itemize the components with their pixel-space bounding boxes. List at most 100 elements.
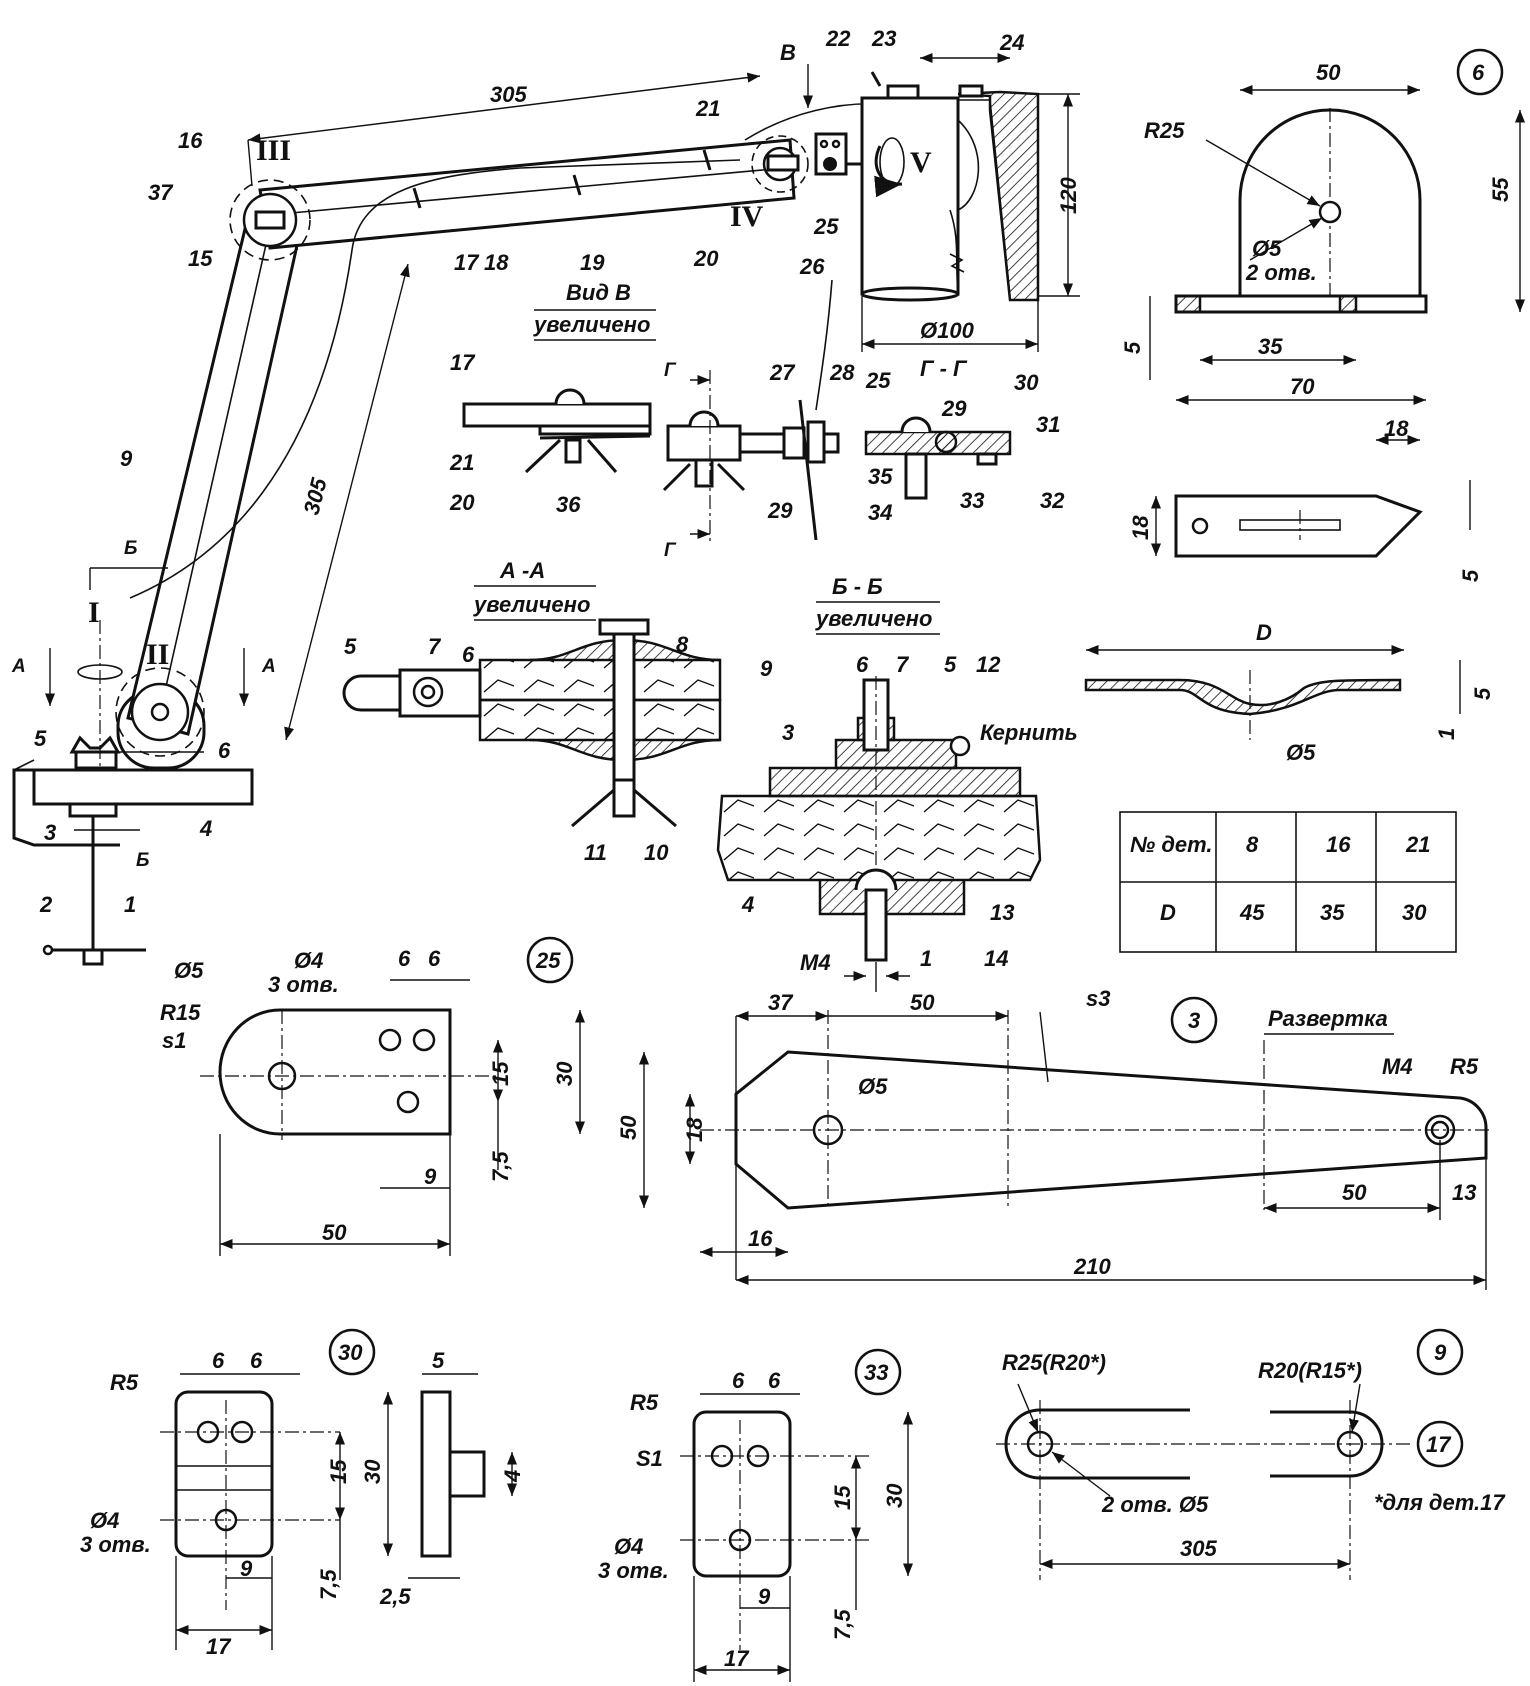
p3-s3: s3 (1086, 986, 1110, 1011)
section-b-b: Б - Б увеличено 6 7 5 12 Кернить 3 4 13 … (716, 574, 1078, 992)
p33-dim-9: 9 (758, 1584, 771, 1609)
p6-dim-70: 70 (1290, 374, 1315, 399)
label-5: 5 (34, 726, 47, 751)
bb-label-3: 3 (782, 720, 794, 745)
p9-note: *для дет.17 (1374, 1490, 1506, 1515)
d-table: № дет. D 8 16 21 45 35 30 (1119, 811, 1457, 953)
p30-dim-2-5: 2,5 (379, 1584, 411, 1609)
bb-label-1: 1 (920, 946, 932, 971)
p3-dim-m4: M4 (1382, 1054, 1413, 1079)
label-18: 18 (484, 250, 509, 275)
label-3: 3 (44, 820, 56, 845)
p30-dim-6a: 6 (212, 1348, 225, 1373)
dim-o100: Ø100 (920, 318, 975, 343)
p25-dim-o4: Ø4 (294, 948, 323, 973)
section-aa-title: А -А (499, 558, 545, 583)
table-part-8: 8 (1246, 832, 1259, 857)
p33-dim-30: 30 (882, 1483, 907, 1508)
upper-arm (258, 138, 796, 250)
dish-part: D 5 1 Ø5 (1084, 620, 1495, 765)
bb-label-13: 13 (990, 900, 1014, 925)
label-15: 15 (188, 246, 213, 271)
p30-dim-7-5: 7,5 (316, 1569, 341, 1600)
p3-dim-o5: Ø5 (858, 1074, 888, 1099)
p6-dim-18-side: 18 (1128, 515, 1153, 540)
vb-label-29b: 29 (941, 396, 967, 421)
aa-label-9: 9 (760, 656, 773, 681)
dish-dim-1: 1 (1434, 728, 1459, 740)
section-a-left: А (11, 656, 26, 677)
p9-dim-r25: R25(R20*) (1002, 1350, 1106, 1375)
main-assembly (12, 52, 1080, 966)
part-3: 3 Развертка 37 50 s3 Ø5 M4 R5 50 18 50 1… (616, 986, 1490, 1290)
label-23: 23 (871, 26, 896, 51)
p6-dim-5-slot: 5 (1458, 569, 1483, 582)
vb-label-36: 36 (556, 492, 581, 517)
p6-dim-o5: Ø5 (1252, 236, 1282, 261)
p3-dim-210: 210 (1073, 1254, 1111, 1279)
p30-dim-r5: R5 (110, 1370, 139, 1395)
p33-dim-r5: R5 (630, 1390, 659, 1415)
label-4: 4 (199, 816, 212, 841)
bb-plate-3 (768, 766, 1022, 798)
label-1: 1 (124, 892, 136, 917)
p3-dim-18: 18 (682, 1117, 707, 1142)
bb-label-14: 14 (984, 946, 1008, 971)
label-17: 17 (454, 250, 480, 275)
view-letter-v: В (780, 40, 796, 65)
hinge-block (666, 424, 742, 462)
table-part-16: 16 (1326, 832, 1351, 857)
bb-label-6: 6 (856, 652, 869, 677)
p33-dim-15: 15 (830, 1485, 855, 1510)
aa-label-5: 5 (344, 634, 357, 659)
p3-dim-50: 50 (910, 990, 935, 1015)
p3-development: Развертка (1268, 1006, 1388, 1031)
part-9-badge: 9 (1434, 1340, 1447, 1365)
p30-dim-17: 17 (206, 1634, 232, 1659)
part-6: 6 50 R25 55 Ø5 2 отв. 5 35 70 18 18 5 (1120, 48, 1526, 582)
p3-dim-50-height: 50 (616, 1115, 641, 1140)
vb-label-32: 32 (1040, 488, 1065, 513)
part-25-outline (218, 1008, 452, 1136)
part-6-badge: 6 (1472, 60, 1485, 85)
vb-label-33: 33 (960, 488, 984, 513)
bb-label-4: 4 (741, 892, 754, 917)
vb-label-27: 27 (769, 360, 796, 385)
p9-dim-305: 305 (1180, 1536, 1217, 1561)
p33-s1: S1 (636, 1446, 663, 1471)
roman-iv: IV (730, 200, 764, 233)
p25-s1: s1 (162, 1028, 186, 1053)
p6-dim-35: 35 (1258, 334, 1283, 359)
p25-dim-9: 9 (424, 1164, 437, 1189)
aa-label-8: 8 (676, 632, 689, 657)
p33-dim-17: 17 (724, 1646, 750, 1671)
vb-g-top: Г (664, 360, 677, 381)
bb-label-5: 5 (944, 652, 957, 677)
label-25: 25 (813, 214, 839, 239)
p25-dim-30: 30 (552, 1061, 577, 1086)
bb-dim-m4: M4 (800, 950, 831, 975)
label-22: 22 (825, 26, 851, 51)
p25-dim-15: 15 (488, 1061, 513, 1086)
label-24: 24 (999, 30, 1024, 55)
p25-dim-6b: 6 (428, 946, 441, 971)
p6-dim-50: 50 (1316, 60, 1341, 85)
section-a-right: А (261, 656, 276, 677)
p6-dim-55: 55 (1488, 177, 1513, 202)
part-6-flat (1174, 494, 1423, 558)
section-a-a: А -А увеличено 5 7 6 8 9 11 10 (342, 558, 773, 865)
p25-dim-50: 50 (322, 1220, 347, 1245)
part-3-badge: 3 (1188, 1008, 1200, 1033)
view-b: Вид В увеличено 17 21 20 36 Г Г 29 27 (449, 280, 1065, 561)
vb-label-28: 28 (829, 360, 855, 385)
part-30-outline (174, 1390, 274, 1558)
table-part-21: 21 (1405, 832, 1430, 857)
p30-dim-30: 30 (360, 1459, 385, 1484)
p30-holes: 3 отв. (80, 1532, 151, 1557)
vb-label-34: 34 (868, 500, 892, 525)
p33-dim-6a: 6 (732, 1368, 745, 1393)
lamp-shade (860, 96, 960, 296)
dish-profile (1084, 678, 1402, 716)
part-30: 30 R5 6 6 5 15 30 4 Ø4 3 отв. 9 7,5 2,5 … (80, 1328, 525, 1659)
part-33: 33 R5 6 6 S1 15 30 Ø4 3 отв. 9 7,5 17 (598, 1348, 914, 1682)
